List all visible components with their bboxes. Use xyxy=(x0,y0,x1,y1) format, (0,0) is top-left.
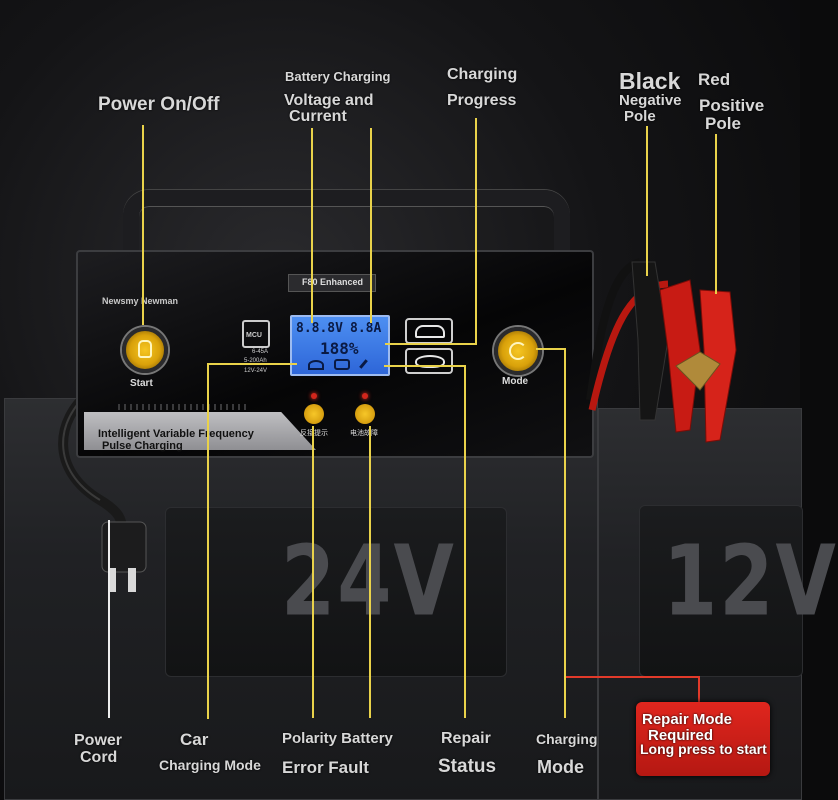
repair-box-line-3: Long press to start xyxy=(640,741,767,757)
lcd-car-icon xyxy=(334,359,350,370)
lcd-voltage: 8.8.8V xyxy=(296,321,343,336)
polarity-warning-icon xyxy=(304,404,324,424)
line-voltage xyxy=(311,128,313,323)
line-mode-v xyxy=(564,348,566,718)
callout-black-3: Pole xyxy=(624,108,656,125)
battery-12v-panel xyxy=(639,505,803,677)
lcd-display: 8.8.8V 8.8A 188% xyxy=(290,315,390,376)
motorcycle-icon xyxy=(415,355,445,368)
line-power xyxy=(142,125,144,325)
start-button[interactable] xyxy=(122,327,168,373)
callout-charging-mode-1: Charging xyxy=(536,731,598,747)
callout-red-1: Red xyxy=(698,70,731,89)
warn-label-2: 电池故障 xyxy=(350,430,378,437)
callout-repair-1: Repair xyxy=(441,730,491,747)
callout-red-3: Pole xyxy=(705,114,741,133)
callout-repair-2: Status xyxy=(438,756,497,777)
line-current xyxy=(370,128,372,323)
black-cable xyxy=(586,258,642,401)
line-car-h xyxy=(207,363,297,365)
line-repair-box-h xyxy=(566,676,700,678)
repair-box-line-1: Repair Mode xyxy=(642,711,733,728)
callout-red-2: Positive xyxy=(699,96,765,115)
slogan-panel xyxy=(84,412,316,450)
repair-box-line-2: Required xyxy=(648,727,714,744)
plug-body xyxy=(101,521,147,573)
car-icon xyxy=(415,325,445,338)
mcu-label: MCU xyxy=(246,332,262,339)
line-car-v xyxy=(207,363,209,719)
line-progress-h xyxy=(385,343,477,345)
red-clamp-left xyxy=(659,279,701,433)
start-label: Start xyxy=(130,378,153,389)
plug-prong-1 xyxy=(108,568,116,592)
spec-line-1: 6-45A xyxy=(252,349,269,355)
lcd-motorcycle-icon xyxy=(308,360,324,370)
callout-battery-charging: Battery Charging xyxy=(285,69,391,84)
cycle-icon xyxy=(509,342,527,360)
warn-label-1: 反接提示 xyxy=(300,430,328,437)
callout-car-1: Car xyxy=(180,730,209,749)
callout-black-2: Negative xyxy=(619,92,682,109)
clamp-jaw xyxy=(675,351,721,391)
plug-prong-2 xyxy=(128,568,136,592)
line-repair-h xyxy=(384,365,466,367)
spec-line-3: 12V-24V xyxy=(244,368,268,374)
callout-power-cord-2: Cord xyxy=(80,749,118,766)
mode-button[interactable] xyxy=(494,327,542,375)
line-repair-box-v xyxy=(698,676,700,704)
battery-24v-panel xyxy=(165,507,507,677)
callout-progress-2: Progress xyxy=(447,92,517,109)
line-polarity xyxy=(312,426,314,718)
callout-polarity-1: Polarity Battery xyxy=(282,730,393,747)
line-battery-fault xyxy=(369,426,371,718)
hand-tap-icon xyxy=(138,340,152,358)
brand-label: Newsmy Newman xyxy=(102,296,179,306)
slogan-line-1: Intelligent Variable Frequency xyxy=(98,428,254,440)
mode-label: Mode xyxy=(502,376,529,387)
battery-fault-led xyxy=(362,393,368,399)
callout-car-2: Charging Mode xyxy=(159,757,261,773)
callout-polarity-2: Error Fault xyxy=(282,758,369,777)
slogan-line-2: Pulse Charging xyxy=(102,440,183,452)
callout-voltage-1: Voltage and xyxy=(284,92,374,109)
polarity-led xyxy=(311,393,317,399)
callout-voltage-2: Current xyxy=(289,108,347,125)
callout-progress-1: Charging xyxy=(447,66,518,83)
lcd-progress: 188% xyxy=(320,339,359,358)
repair-mode-box xyxy=(636,702,770,776)
line-power-cord xyxy=(108,520,110,718)
model-label: F80 Enhanced xyxy=(302,277,364,287)
line-mode-h xyxy=(536,348,566,350)
model-plate xyxy=(288,274,376,292)
spec-line-2: 5-200Ah xyxy=(244,358,267,364)
line-progress-v xyxy=(475,118,477,344)
battery-12v-label: 12V xyxy=(663,525,838,639)
clamps xyxy=(586,258,737,443)
lcd-current: 8.8A xyxy=(350,321,382,336)
battery-24v: 24V xyxy=(4,398,598,800)
battery-fault-icon xyxy=(355,404,375,424)
line-red-pole xyxy=(715,134,717,294)
mcu-chip-icon xyxy=(242,320,270,348)
callout-black-1: Black xyxy=(619,68,681,94)
battery-24v-label: 24V xyxy=(281,525,456,639)
vent-strip xyxy=(118,404,248,410)
line-repair-v xyxy=(464,365,466,718)
callout-power-cord-1: Power xyxy=(74,732,123,749)
callout-power: Power On/Off xyxy=(98,94,220,115)
line-black-pole xyxy=(646,126,648,276)
callout-charging-mode-2: Mode xyxy=(537,757,584,777)
black-clamp xyxy=(631,261,669,421)
motorcycle-mode-indicator xyxy=(405,348,453,374)
